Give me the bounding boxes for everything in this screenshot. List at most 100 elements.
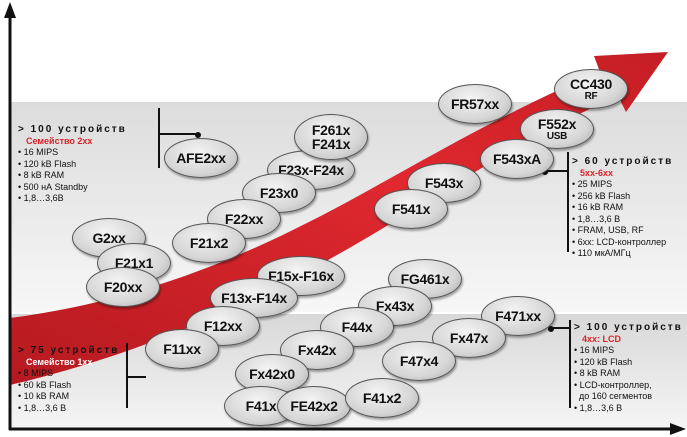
spec-text: 6xx: LCD-контроллер: [577, 236, 667, 247]
chip-afe2xx: AFE2xx: [164, 138, 238, 178]
spec-item: • FRAM, USB, RF: [572, 225, 673, 237]
connector-line: [158, 133, 198, 135]
spec-text: 16 MIPS: [579, 345, 615, 355]
spec-item: • 120 kB Flash: [574, 357, 683, 369]
family-name: 4xx: LCD: [582, 333, 622, 344]
bracket-line: [126, 343, 128, 408]
bullet-icon: •: [18, 391, 24, 401]
spec-text: 60 kB Flash: [23, 379, 72, 390]
chip-label: FR57xx: [450, 96, 499, 112]
bullet-icon: •: [18, 147, 24, 157]
spec-item: • 1,8…3,6 В: [18, 403, 119, 415]
spec-list: • 25 MIPS• 256 kB Flash• 16 kB RAM• 1,8……: [572, 179, 673, 260]
spec-item: • 10 kB RAM: [18, 391, 119, 403]
chip-label: F23x-F24x: [278, 162, 344, 178]
spec-text: 256 kB Flash: [577, 190, 631, 201]
info-family-4xx: > 100 устройств 4xx: LCD • 16 MIPS• 120 …: [574, 322, 683, 414]
device-count: > 100 устройств: [18, 124, 127, 135]
chip-label: F552x: [537, 115, 577, 132]
spec-text: FRAM, USB, RF: [577, 225, 644, 235]
chip-label: G2xx: [92, 230, 126, 246]
chip-fe42x2: FE42x2: [277, 386, 351, 426]
spec-text: 500 нА Standby: [23, 181, 88, 192]
spec-text: 1,8…3,6 В: [577, 213, 621, 224]
spec-text: 110 мкА/МГц: [577, 248, 631, 258]
family-name: Семейство 2xx: [26, 135, 93, 146]
device-count: > 100 устройств: [574, 322, 683, 333]
chip-label: CC430: [569, 75, 613, 92]
spec-text: 120 kB Flash: [579, 356, 633, 367]
chip-label: F21x2: [189, 235, 229, 251]
spec-item: • 8 kB RAM: [574, 368, 683, 380]
bullet-icon: •: [18, 368, 24, 378]
spec-text: 16 kB RAM: [577, 202, 624, 212]
chip-label: FE42x2: [290, 398, 338, 414]
bullet-icon: •: [574, 402, 580, 413]
bullet-icon: •: [574, 345, 580, 355]
chip-label: Fx47x: [449, 330, 489, 346]
chip-label: F543xA: [492, 151, 541, 167]
bullet-icon: •: [574, 379, 580, 390]
connector-line: [545, 170, 567, 172]
spec-text: до 160 сегментов: [579, 391, 653, 401]
chip-sublabel: RF: [584, 90, 598, 102]
chip-sublabel: USB: [546, 130, 568, 142]
bullet-icon: •: [574, 356, 580, 367]
chip-label: F44x: [341, 319, 373, 335]
bullet-icon: •: [572, 248, 578, 258]
bullet-icon: •: [18, 158, 24, 169]
chip-fx43x: Fx43x: [358, 286, 432, 326]
spec-item: • 1,8…3,6В: [18, 193, 127, 205]
bullet-icon: •: [572, 225, 578, 235]
family-name: Семейство 1xx: [26, 356, 93, 367]
chip-label: F20xx: [103, 279, 143, 295]
spec-list: • 16 MIPS• 120 kB Flash• 8 kB RAM• 500 н…: [18, 147, 127, 205]
chip-label: F15x-F16x: [268, 268, 334, 284]
growth-arrow: [10, 52, 668, 385]
spec-item: до 160 сегментов: [574, 391, 683, 403]
bullet-icon: •: [18, 181, 24, 192]
spec-text: 8 kB RAM: [23, 170, 65, 180]
spec-text: 16 MIPS: [23, 147, 59, 157]
chip-label: F12xx: [203, 318, 243, 334]
chip-f20xx: F20xx: [86, 267, 160, 307]
bracket-line: [569, 320, 571, 408]
chip-f543xa: F543xA: [480, 139, 554, 179]
spec-list: • 16 MIPS• 120 kB Flash• 8 kB RAM• LCD-к…: [574, 345, 683, 414]
device-count: > 60 устройств: [572, 156, 674, 167]
spec-item: • 120 kB Flash: [18, 159, 127, 171]
spec-text: 10 kB RAM: [23, 391, 70, 401]
connector-dot: [548, 326, 554, 332]
y-axis-arrowhead: [4, 2, 16, 18]
bullet-icon: •: [574, 368, 580, 378]
spec-item: • 16 MIPS: [574, 345, 683, 357]
chip-label: AFE2xx: [176, 150, 226, 166]
info-family-2xx: > 100 устройств Семейство 2xx • 16 MIPS•…: [18, 124, 127, 205]
chip-fr57xx: FR57xx: [438, 84, 512, 124]
chip-label: F41x2: [362, 390, 402, 406]
spec-text: LCD-контроллер,: [579, 379, 652, 390]
spec-list: • 8 MIPS• 60 kB Flash• 10 kB RAM• 1,8…3,…: [18, 368, 119, 414]
bracket-line: [567, 152, 569, 252]
chip-label: F21x1: [114, 255, 154, 271]
chip-f21x2: F21x2: [172, 223, 246, 263]
chip-label: F13x-F14x: [221, 290, 287, 306]
spec-item: • 8 kB RAM: [18, 170, 127, 182]
spec-item: • 16 MIPS: [18, 147, 127, 159]
chip-label: F22xx: [224, 211, 264, 227]
bullet-icon: •: [18, 379, 24, 390]
chip-f11xx: F11xx: [145, 329, 219, 369]
chip-label: FG461x: [400, 271, 450, 287]
connector-dot: [195, 132, 201, 138]
spec-item: • 500 нА Standby: [18, 182, 127, 194]
bracket-line: [158, 108, 160, 168]
chip-f41x2: F41x2: [345, 378, 419, 418]
chip-f47x4: F47x4: [382, 341, 456, 381]
family-name: 5xx-6xx: [580, 167, 614, 178]
connector-line: [551, 327, 569, 329]
spec-item: • 16 kB RAM: [572, 202, 673, 214]
chip-label: Fx43x: [375, 298, 415, 314]
info-family-5xx: > 60 устройств 5xx-6xx • 25 MIPS• 256 kB…: [572, 156, 673, 260]
